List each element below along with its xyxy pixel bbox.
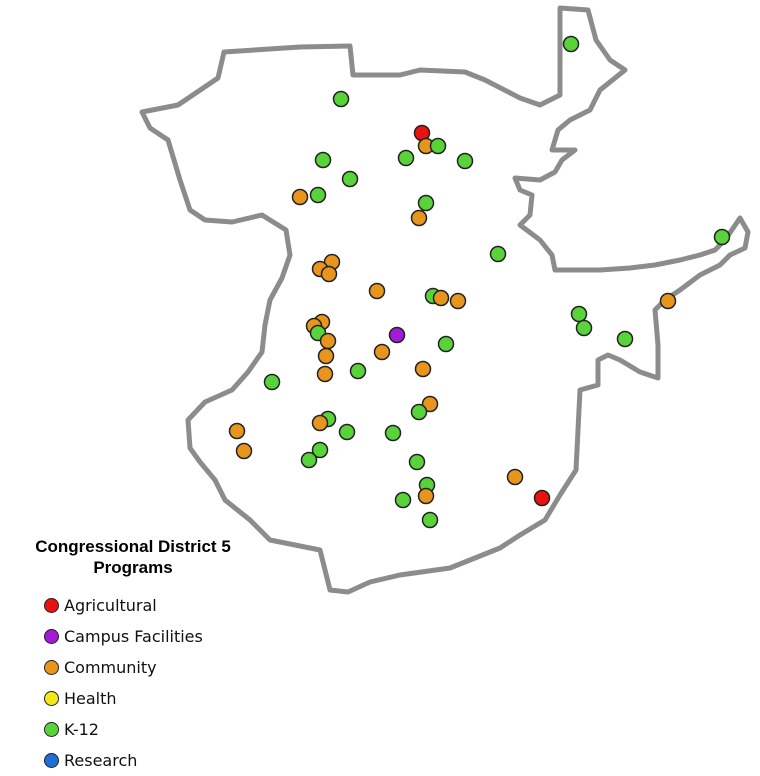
k-12-program-marker [570, 305, 588, 323]
community-program-marker [449, 292, 467, 310]
legend-item-agricultural: Agricultural [8, 590, 258, 621]
k-12-program-marker [311, 441, 329, 459]
k-12-program-marker [489, 245, 507, 263]
k-12-program-marker [263, 373, 281, 391]
k-12-program-marker [338, 423, 356, 441]
k-12-program-marker [394, 491, 412, 509]
legend-item-research: Research [8, 745, 258, 776]
community-program-marker [319, 332, 337, 350]
k-12-program-marker [314, 151, 332, 169]
k-12-program-marker [575, 319, 593, 337]
k-12-program-marker [437, 335, 455, 353]
community-program-marker [414, 360, 432, 378]
legend-label: Health [64, 689, 117, 708]
community-program-marker [320, 265, 338, 283]
legend-title: Congressional District 5 Programs [8, 536, 258, 578]
legend-item-community: Community [8, 652, 258, 683]
k-12-program-marker [456, 152, 474, 170]
agricultural-swatch-icon [44, 598, 59, 613]
k-12-program-marker [341, 170, 359, 188]
legend-label: Agricultural [64, 596, 157, 615]
k-12-swatch-icon [44, 722, 59, 737]
legend-item-health: Health [8, 683, 258, 714]
legend-label: K-12 [64, 720, 99, 739]
community-program-marker [421, 395, 439, 413]
k-12-program-marker [300, 451, 318, 469]
legend-label: Community [64, 658, 157, 677]
community-program-marker [311, 414, 329, 432]
program-markers [228, 35, 731, 529]
community-program-marker [506, 468, 524, 486]
k-12-program-marker [408, 453, 426, 471]
legend-label: Research [64, 751, 138, 770]
legend-item-k-12: K-12 [8, 714, 258, 745]
k-12-program-marker [349, 362, 367, 380]
community-swatch-icon [44, 660, 59, 675]
k-12-program-marker [332, 90, 350, 108]
k-12-program-marker [384, 424, 402, 442]
legend-title-line1: Congressional District 5 [35, 537, 231, 556]
k-12-program-marker [421, 511, 439, 529]
community-program-marker [235, 442, 253, 460]
k-12-program-marker [616, 330, 634, 348]
k-12-program-marker [397, 149, 415, 167]
k-12-program-marker [562, 35, 580, 53]
k-12-program-marker [417, 194, 435, 212]
legend-label: Campus Facilities [64, 627, 203, 646]
k-12-program-marker [410, 403, 428, 421]
community-program-marker [291, 188, 309, 206]
community-program-marker [373, 343, 391, 361]
campus-facilities-swatch-icon [44, 629, 59, 644]
campus-facilities-program-marker [388, 326, 406, 344]
community-program-marker [659, 292, 677, 310]
agricultural-program-marker [533, 489, 551, 507]
community-program-marker [317, 347, 335, 365]
community-program-marker [316, 365, 334, 383]
health-swatch-icon [44, 691, 59, 706]
research-swatch-icon [44, 753, 59, 768]
legend-title-line2: Programs [93, 558, 173, 577]
k-12-program-marker [309, 186, 327, 204]
k-12-program-marker [713, 228, 731, 246]
legend: Congressional District 5 Programs Agricu… [8, 536, 258, 776]
community-program-marker [368, 282, 386, 300]
community-program-marker [228, 422, 246, 440]
legend-list: Agricultural Campus Facilities Community… [8, 590, 258, 776]
community-program-marker [432, 289, 450, 307]
community-program-marker [410, 209, 428, 227]
community-program-marker [417, 487, 435, 505]
k-12-program-marker [429, 137, 447, 155]
legend-item-campus-facilities: Campus Facilities [8, 621, 258, 652]
